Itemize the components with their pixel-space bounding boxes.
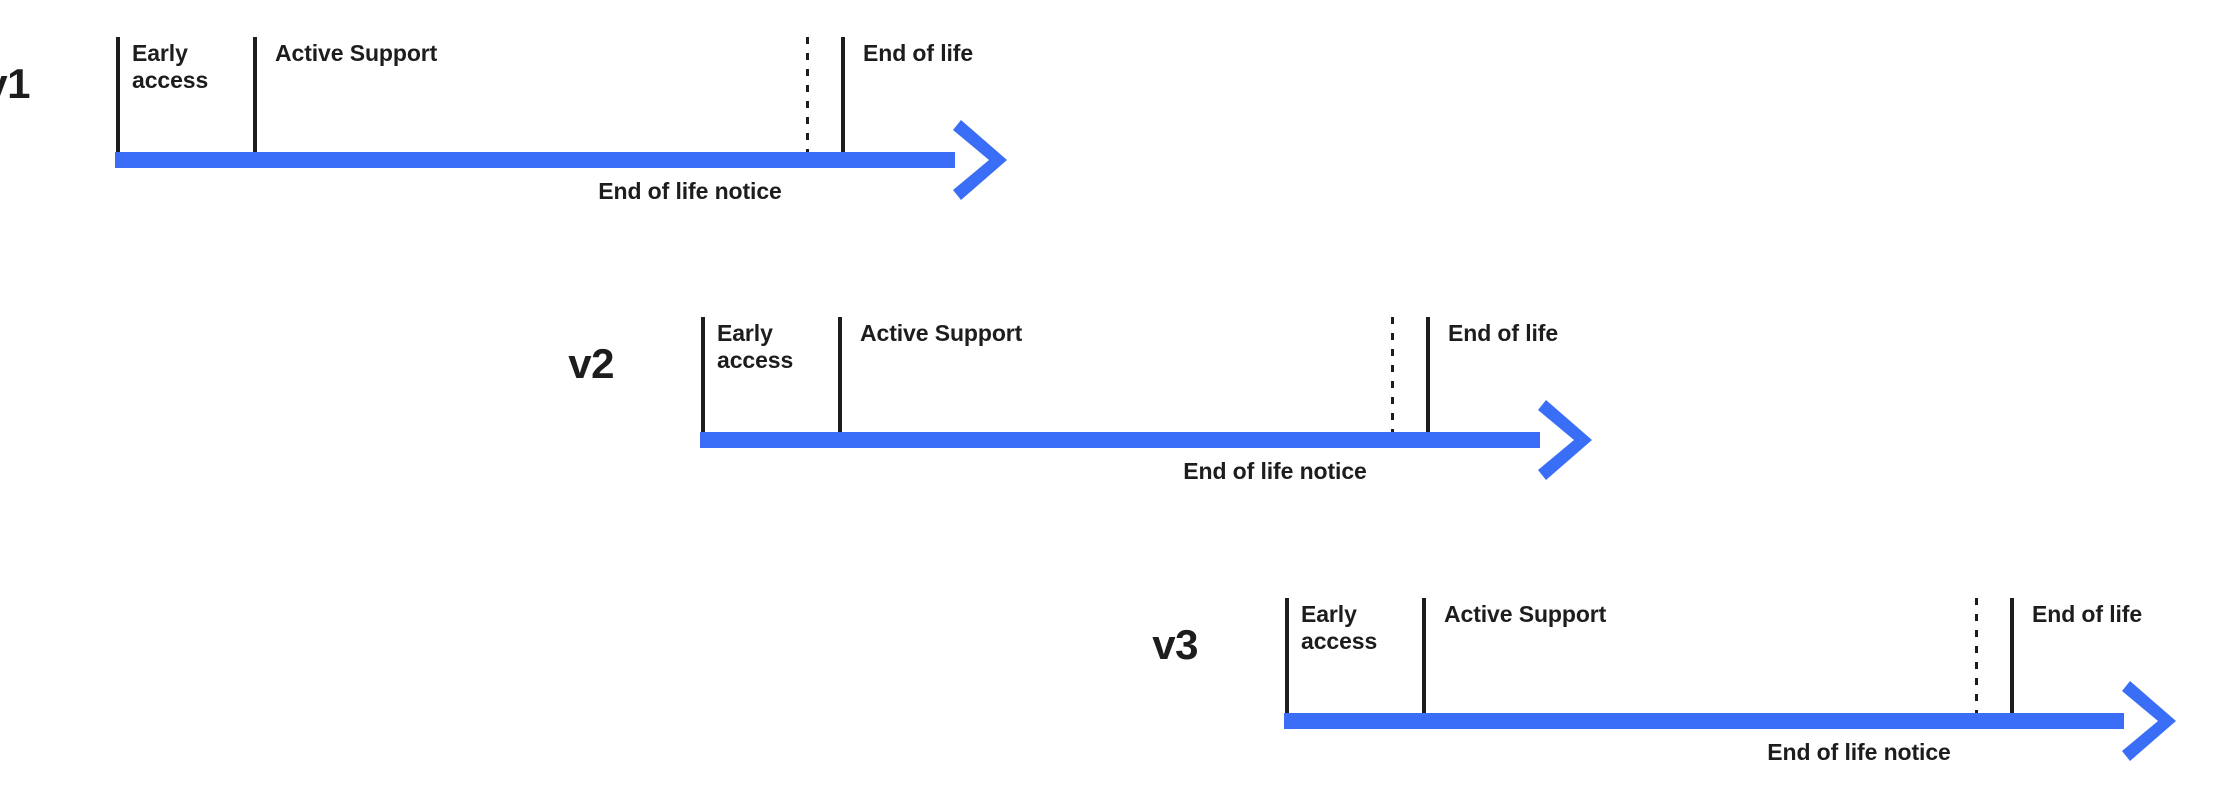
version-label-v3: v3: [1152, 621, 1198, 668]
eol-notice-marker-v1-2: [806, 37, 809, 152]
eol-notice-marker-v3-2: [1975, 598, 1978, 713]
version-label-v2: v2: [568, 340, 614, 387]
phase-label-v1-2: End of life: [863, 40, 974, 66]
phase-divider-v3-3: [2010, 598, 2014, 713]
arrow-head-icon-v3: [2122, 679, 2178, 763]
eol-notice-label-v3: End of life notice: [1767, 739, 1951, 765]
phase-divider-v1-1: [253, 37, 257, 152]
phase-label-v1-0: Early access: [132, 40, 209, 94]
phase-divider-v3-1: [1422, 598, 1426, 713]
eol-notice-label-v1: End of life notice: [598, 178, 782, 204]
phase-label-v2-2: End of life: [1448, 320, 1559, 346]
phase-divider-v3-0: [1285, 598, 1289, 713]
phase-label-v3-2: End of life: [2032, 601, 2143, 627]
arrow-head-icon-v2: [1538, 398, 1594, 482]
phase-label-v2-1: Active Support: [860, 320, 1023, 346]
phase-divider-v2-3: [1426, 317, 1430, 432]
phase-label-v1-1: Active Support: [275, 40, 438, 66]
phase-label-v3-0: Early access: [1301, 601, 1378, 655]
eol-notice-label-v2: End of life notice: [1183, 458, 1367, 484]
phase-divider-v2-0: [701, 317, 705, 432]
phase-divider-v1-0: [116, 37, 120, 152]
phase-divider-v2-1: [838, 317, 842, 432]
eol-notice-marker-v2-2: [1391, 317, 1394, 432]
lifecycle-bar-v2: [700, 432, 1540, 448]
lifecycle-bar-v1: [115, 152, 955, 168]
version-label-v1: v1: [0, 60, 31, 107]
phase-divider-v1-3: [841, 37, 845, 152]
timeline-row-v1: v1 Early access Active Support End of lifeE…: [0, 0, 2228, 230]
arrow-head-icon-v1: [953, 118, 1009, 202]
lifecycle-bar-v3: [1284, 713, 2124, 729]
phase-label-v3-1: Active Support: [1444, 601, 1607, 627]
phase-label-v2-0: Early access: [717, 320, 794, 374]
